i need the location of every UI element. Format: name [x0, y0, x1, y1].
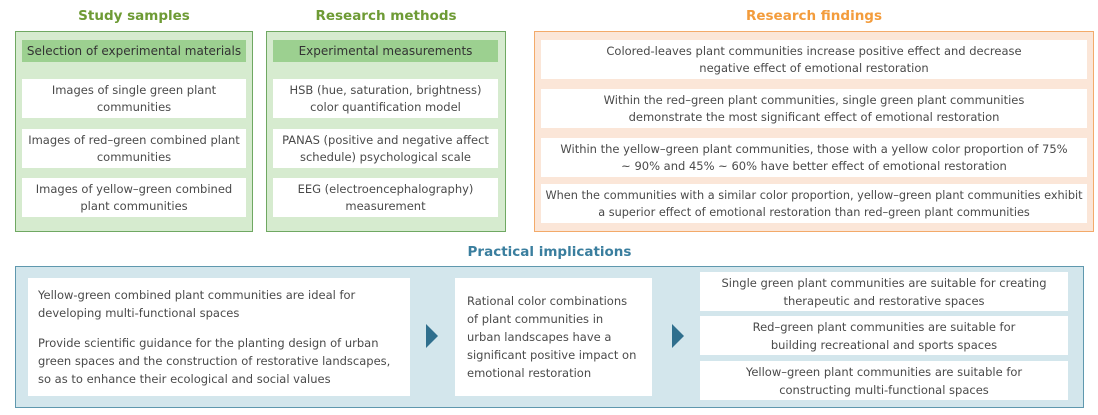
implication-left-box: Yellow-green combined plant communities …: [28, 278, 410, 396]
arrow-right-icon: [426, 324, 438, 348]
research-methods-title: Research methods: [315, 8, 457, 24]
practical-implications-title: Practical implications: [467, 244, 632, 260]
method-item: EEG (electroencephalography) measurement: [273, 178, 498, 217]
implication-right-item: Yellow–green plant communities are suita…: [700, 361, 1068, 400]
study-samples-title: Study samples: [78, 8, 190, 24]
method-item: PANAS (positive and negative affect sche…: [273, 129, 498, 168]
sample-item: Images of yellow–green combined plant co…: [22, 178, 246, 217]
arrow-right-icon: [672, 324, 684, 348]
finding-item: Within the red–green plant communities, …: [541, 89, 1087, 128]
study-samples-header: Selection of experimental materials: [22, 40, 246, 62]
implication-middle-box: Rational color combinations of plant com…: [455, 278, 652, 396]
implication-left-text: Yellow-green combined plant communities …: [38, 288, 356, 320]
method-item: HSB (hue, saturation, brightness) color …: [273, 79, 498, 118]
research-methods-header: Experimental measurements: [273, 40, 498, 62]
finding-item: Within the yellow–green plant communitie…: [541, 138, 1087, 177]
research-findings-title: Research findings: [745, 8, 883, 24]
sample-item: Images of red–green combined plant commu…: [22, 129, 246, 168]
implication-middle-text: Rational color combinations of plant com…: [467, 294, 637, 380]
finding-item: Colored-leaves plant communities increas…: [541, 40, 1087, 79]
implication-left-text: Provide scientific guidance for the plan…: [38, 336, 391, 386]
implication-right-item: Red–green plant communities are suitable…: [700, 316, 1068, 355]
implication-right-item: Single green plant communities are suita…: [700, 272, 1068, 311]
finding-item: When the communities with a similar colo…: [541, 184, 1087, 223]
sample-item: Images of single green plant communities: [22, 79, 246, 118]
